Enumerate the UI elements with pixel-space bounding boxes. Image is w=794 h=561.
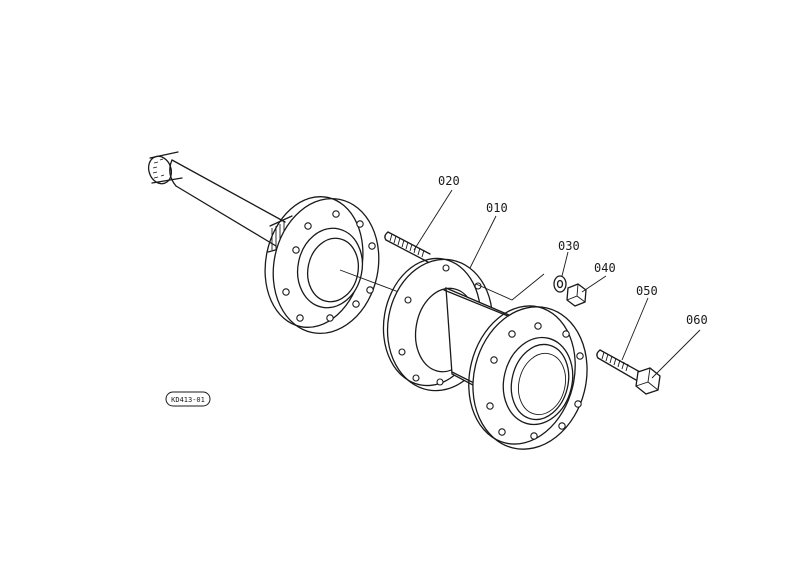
bolt <box>596 349 641 381</box>
part-label-010: 010 <box>486 201 508 215</box>
flange-nut <box>635 367 661 395</box>
part-label-020: 020 <box>438 174 460 188</box>
part-label-030: 030 <box>558 239 580 253</box>
stud-bolt <box>384 231 431 263</box>
hex-nut <box>566 283 587 307</box>
shaft-flange <box>264 196 380 335</box>
part-label-060: 060 <box>686 313 708 327</box>
reference-code-badge: KD413-01 <box>165 391 211 407</box>
lock-washer <box>553 275 567 293</box>
leader-lines <box>413 189 701 379</box>
spacer-tube <box>382 257 588 450</box>
reference-code-text: KD413-01 <box>171 396 205 404</box>
part-label-040: 040 <box>594 261 616 275</box>
drive-shaft <box>147 151 293 253</box>
part-label-050: 050 <box>636 284 658 298</box>
